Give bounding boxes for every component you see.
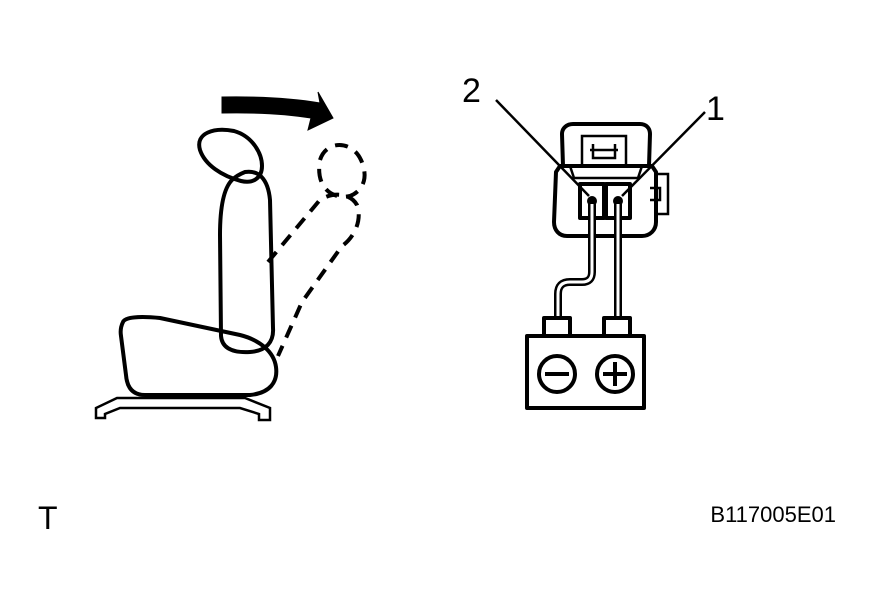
connector-hood [560,122,652,168]
curved-arrow-icon [221,91,334,131]
seat-rail [94,396,272,422]
figure-id: B117005E01 [710,502,836,527]
battery [525,334,646,410]
connector-housing [552,164,658,238]
minus-icon [537,354,577,394]
backrest-reclined-outline [266,192,361,357]
terminal-2-pin [587,196,597,206]
seat-illustration [94,91,367,422]
headrest-reclined-outline [317,143,367,199]
negative-lead [554,204,596,318]
terminal-1-pin [613,196,623,206]
battery-negative-post [542,316,572,338]
connector-test-wiring: 2 1 [462,72,725,410]
plus-icon [595,354,635,394]
headrest [197,127,264,184]
corner-mark: T [38,500,58,536]
callout-2-leader [495,99,590,197]
connector-lock-tab [656,172,670,216]
callout-1-label: 1 [706,90,725,128]
battery-positive-post [602,316,632,338]
seat-cushion [118,315,279,397]
backrest [218,169,276,355]
callout-2-label: 2 [462,72,481,110]
callout-1-leader [621,111,706,197]
